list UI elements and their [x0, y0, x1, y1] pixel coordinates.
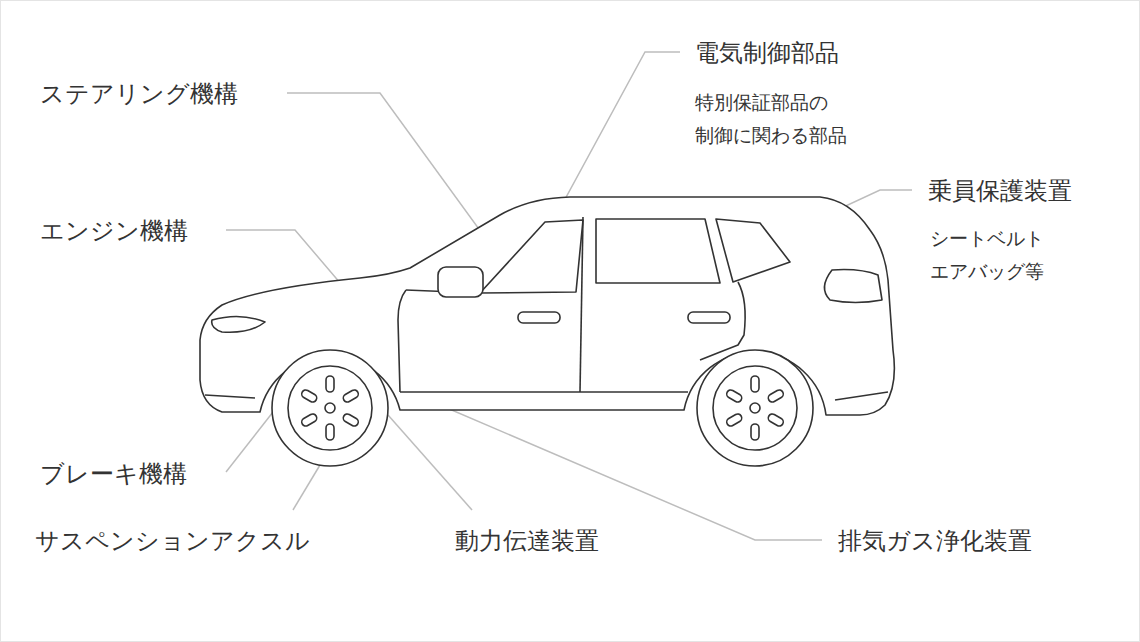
- part-note: シートベルト エアバッグ等: [930, 222, 1100, 288]
- part-label: 乗員保護装置: [928, 176, 1072, 206]
- part-label: 動力伝達装置: [455, 526, 599, 556]
- part-label: 排気ガス浄化装置: [838, 526, 1032, 556]
- part-label: 電気制御部品: [695, 38, 839, 68]
- wheel: [697, 350, 813, 466]
- part-label: サスペンションアクスル: [35, 526, 310, 556]
- part-label: ステアリング機構: [40, 79, 238, 109]
- wheels: [272, 350, 813, 466]
- part-note: 特別保証部品の 制御に関わる部品: [695, 86, 915, 152]
- part-label: ブレーキ機構: [40, 459, 187, 489]
- part-label: エンジン機構: [40, 216, 188, 246]
- wheel: [272, 350, 388, 466]
